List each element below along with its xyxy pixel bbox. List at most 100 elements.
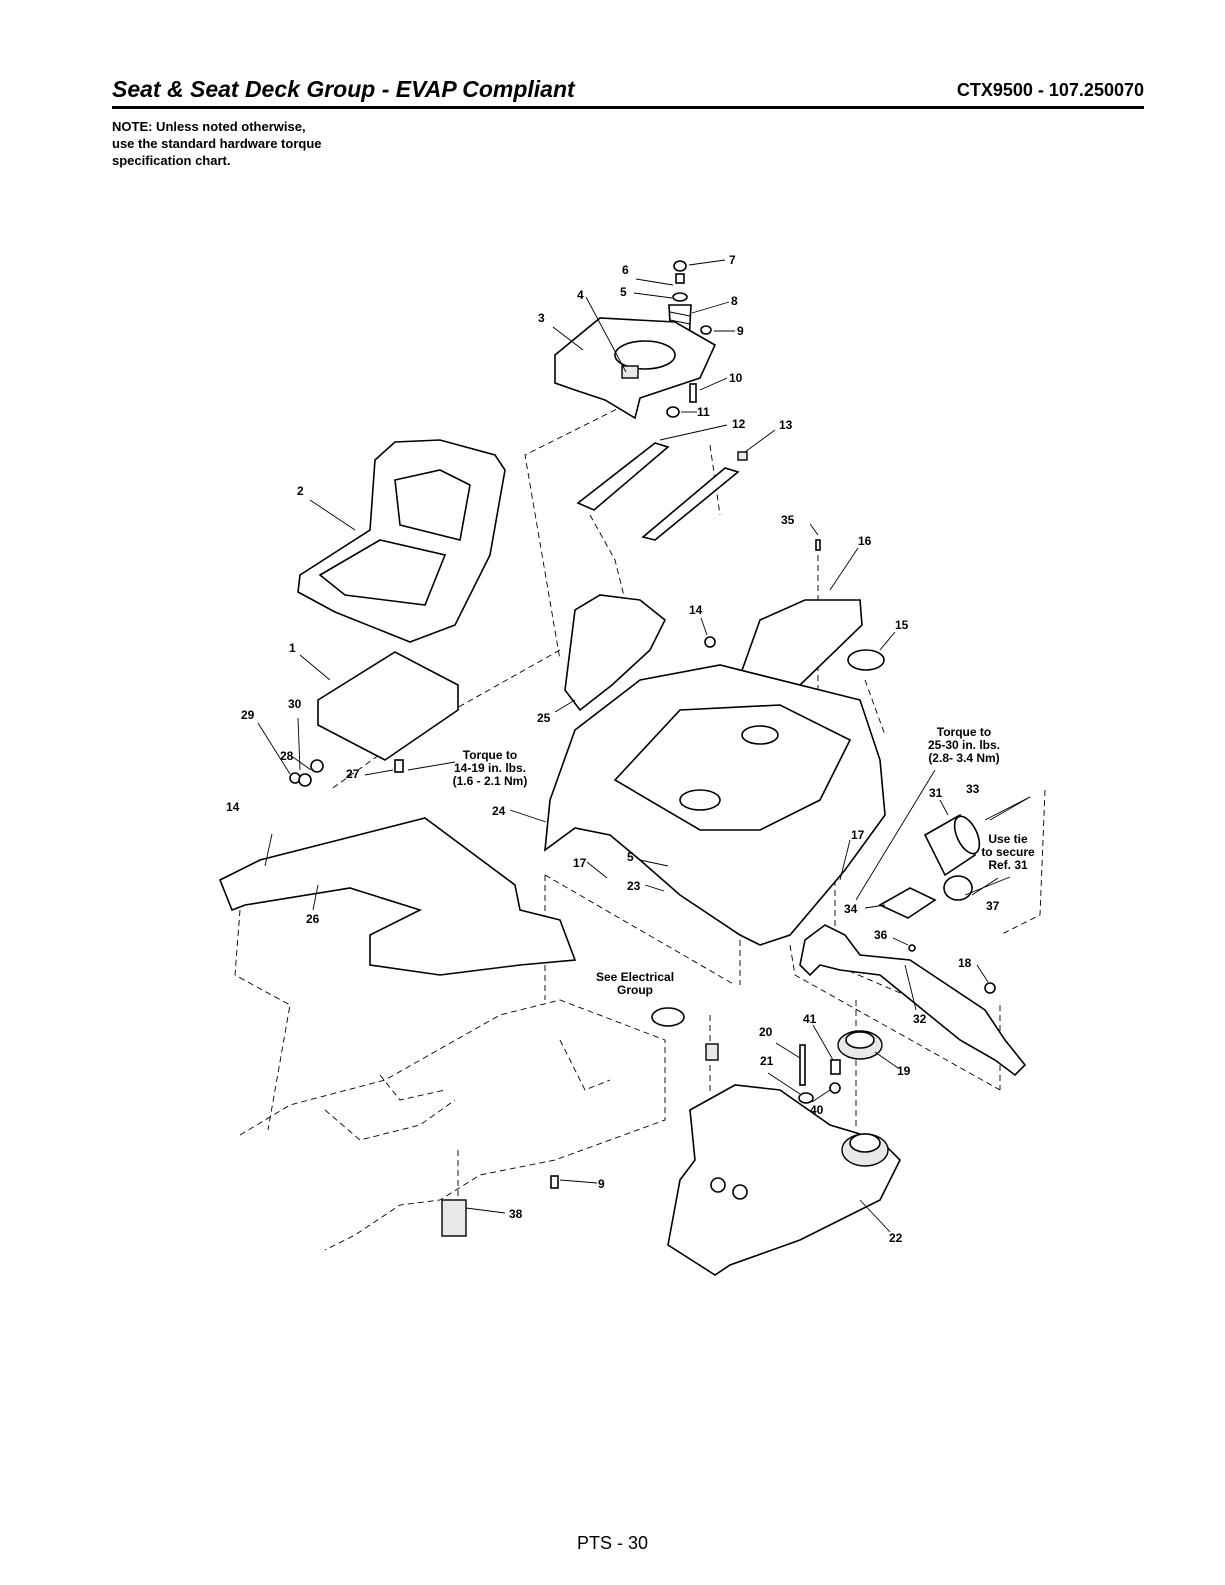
label-part-30: 30	[288, 697, 302, 711]
part-1-seat-plate	[317, 651, 459, 761]
label-part-40: 40	[810, 1103, 824, 1117]
label-part-21: 21	[760, 1054, 774, 1068]
electrical-line-1: See Electrical	[596, 970, 674, 984]
label-part-17-b: 17	[573, 856, 587, 870]
part-32-bracket	[799, 924, 1027, 1077]
page-header: Seat & Seat Deck Group - EVAP Compliant …	[112, 76, 1144, 108]
part-15-ring	[847, 649, 885, 671]
part-20-vent-tube	[799, 1044, 806, 1086]
part-40-grommet	[829, 1082, 841, 1094]
label-part-41: 41	[803, 1012, 817, 1026]
label-part-26: 26	[306, 912, 320, 926]
part-9-frame-bolt	[550, 1175, 559, 1189]
electrical-connector	[651, 1007, 685, 1027]
note-line-2: use the standard hardware torque	[112, 136, 322, 151]
label-part-28: 28	[280, 749, 294, 763]
label-part-9-b: 9	[598, 1177, 605, 1191]
part-6-bolt	[675, 273, 685, 284]
part-30-washer	[298, 773, 312, 787]
label-part-29: 29	[241, 708, 255, 722]
part-7-locknut	[673, 260, 687, 272]
part-41-valve	[830, 1059, 841, 1075]
label-part-7: 7	[729, 253, 736, 267]
part-11-knob	[666, 406, 680, 418]
note-line-1: NOTE: Unless noted otherwise,	[112, 119, 306, 134]
label-part-38: 38	[509, 1207, 523, 1221]
page-title: Seat & Seat Deck Group - EVAP Compliant	[112, 76, 575, 102]
part-18-nut	[984, 982, 996, 994]
label-part-27: 27	[346, 767, 360, 781]
part-12-seat-slide	[576, 442, 740, 541]
label-part-35: 35	[781, 513, 795, 527]
use-tie-line-3: Ref. 31	[988, 858, 1028, 872]
header-rule	[112, 106, 1144, 109]
label-part-6: 6	[622, 263, 629, 277]
part-37-tie	[943, 875, 973, 901]
label-part-14-b: 14	[226, 800, 240, 814]
part-26-footrest	[218, 817, 577, 976]
label-part-24: 24	[492, 804, 506, 818]
label-part-23: 23	[627, 879, 641, 893]
callout-use-tie: Use tie to secure Ref. 31	[981, 832, 1035, 872]
torque-a-line-3: (1.6 - 2.1 Nm)	[453, 774, 528, 788]
callout-electrical: See Electrical Group	[596, 970, 674, 997]
label-part-37: 37	[986, 899, 1000, 913]
label-part-10: 10	[729, 371, 743, 385]
label-part-19: 19	[897, 1064, 911, 1078]
label-part-11: 11	[697, 405, 710, 419]
leader-lines	[257, 259, 1031, 1233]
part-number-labels: 7 6 5 4 8 3 9 10 11 12 13 2 35 16 14 15 …	[226, 253, 1000, 1245]
part-5-washer	[672, 292, 688, 302]
torque-a-line-1: Torque to	[463, 748, 517, 762]
label-part-36: 36	[874, 928, 888, 942]
use-tie-line-2: to secure	[981, 845, 1035, 859]
label-part-34: 34	[844, 902, 858, 916]
part-28-washer	[310, 759, 324, 773]
part-21-grommet	[798, 1092, 814, 1104]
model-number: CTX9500 - 107.250070	[956, 80, 1144, 100]
label-part-8: 8	[731, 294, 738, 308]
part-9-bolt	[700, 325, 712, 335]
part-13-clip	[737, 451, 748, 461]
part-35-pin	[815, 539, 821, 551]
note-line-3: specification chart.	[112, 153, 231, 168]
torque-b-line-2: 25-30 in. lbs.	[928, 738, 1000, 752]
part-27-bolt	[394, 759, 404, 773]
label-part-5: 5	[620, 285, 627, 299]
label-part-3: 3	[538, 311, 545, 325]
label-part-14: 14	[689, 603, 703, 617]
torque-a-line-2: 14-19 in. lbs.	[454, 761, 526, 775]
label-part-1: 1	[289, 641, 296, 655]
label-part-33: 33	[966, 782, 980, 796]
label-part-2: 2	[297, 484, 304, 498]
part-10-bolt	[689, 383, 697, 403]
label-part-22: 22	[889, 1231, 903, 1245]
frame-outline	[239, 999, 666, 1251]
label-part-15: 15	[895, 618, 909, 632]
part-4-switch	[621, 365, 639, 379]
electrical-line-2: Group	[617, 983, 653, 997]
label-part-25: 25	[537, 711, 551, 725]
label-part-9: 9	[737, 324, 744, 338]
part-14-bolt	[704, 636, 716, 648]
use-tie-line-1: Use tie	[988, 832, 1028, 846]
label-part-4: 4	[577, 288, 584, 302]
torque-b-line-3: (2.8- 3.4 Nm)	[928, 751, 999, 765]
label-part-18: 18	[958, 956, 972, 970]
label-part-20: 20	[759, 1025, 773, 1039]
label-part-31: 31	[929, 786, 943, 800]
label-part-17: 17	[851, 828, 865, 842]
label-part-5-b: 5	[627, 850, 634, 864]
electrical-plug	[705, 1043, 719, 1061]
label-part-16: 16	[858, 534, 872, 548]
part-36-screw	[908, 944, 916, 952]
page-number: PTS - 30	[576, 1533, 649, 1553]
label-part-13: 13	[779, 418, 793, 432]
callout-torque-b: Torque to 25-30 in. lbs. (2.8- 3.4 Nm)	[928, 725, 1000, 765]
label-part-12: 12	[732, 417, 746, 431]
torque-note: NOTE: Unless noted otherwise, use the st…	[112, 118, 432, 169]
part-22-fuel-tank	[667, 1084, 901, 1276]
part-34-bracket	[878, 887, 937, 919]
torque-b-line-1: Torque to	[937, 725, 991, 739]
